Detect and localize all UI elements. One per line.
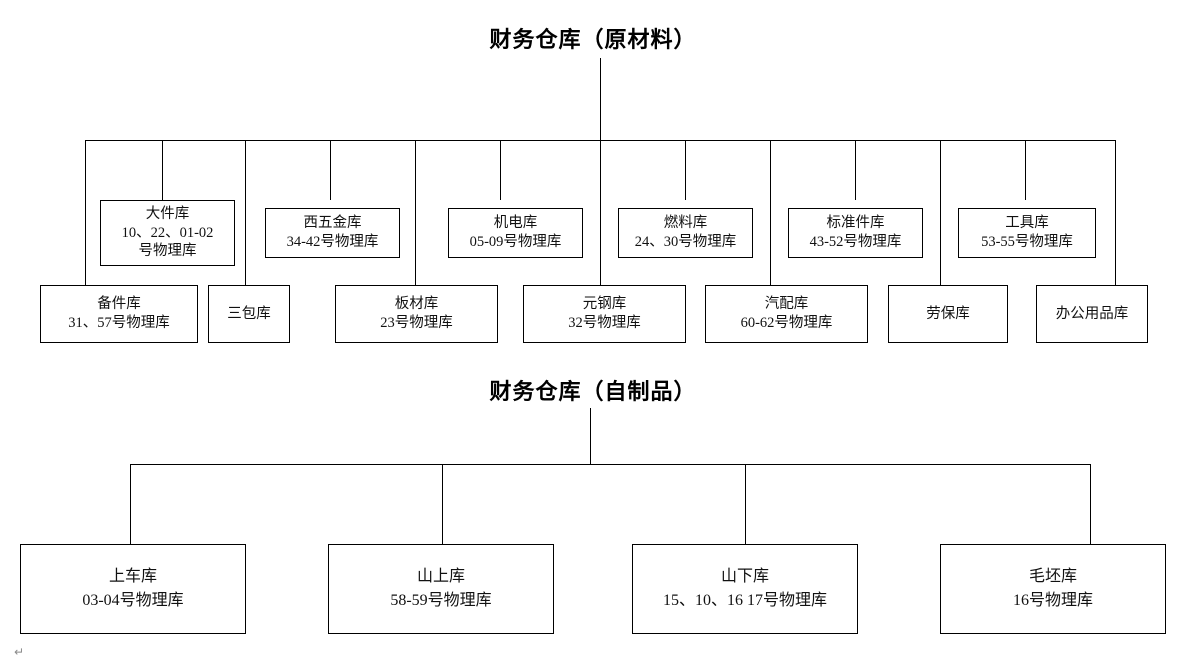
node-detail-2: 号物理库 [138, 243, 197, 260]
node-detail: 34-42号物理库 [286, 234, 379, 250]
node-title: 三包库 [227, 305, 271, 322]
node-title: 大件库 [145, 206, 190, 223]
chart-title-self-made: 财务仓库（自制品） [489, 379, 697, 404]
node-sanbaoku[interactable]: 三包库 [208, 285, 290, 343]
node-qipeiku[interactable]: 汽配库 60-62号物理库 [705, 285, 868, 343]
drop-line-biaozhunjianku [855, 140, 856, 200]
node-detail: 03-04号物理库 [82, 592, 184, 609]
node-gongjuku[interactable]: 工具库 53-55号物理库 [958, 208, 1096, 258]
node-detail: 58-59号物理库 [390, 592, 492, 609]
node-title: 工具库 [1005, 215, 1049, 232]
node-title: 元钢库 [582, 296, 627, 313]
node-title: 办公用品库 [1055, 305, 1129, 322]
drop-line-beijianku [85, 140, 86, 285]
node-detail: 60-62号物理库 [740, 315, 833, 331]
node-beijianku[interactable]: 备件库 31、57号物理库 [40, 285, 198, 343]
drop-line-dajianku [162, 140, 163, 200]
node-maopiku[interactable]: 毛坯库 16号物理库 [940, 544, 1166, 634]
drop-line-bangongyongpinku [1115, 140, 1116, 285]
node-title: 劳保库 [926, 305, 970, 322]
node-shangcheku[interactable]: 上车库 03-04号物理库 [20, 544, 246, 634]
node-detail: 23号物理库 [380, 315, 453, 331]
node-title: 板材库 [394, 296, 439, 313]
drop-line-jidianku [500, 140, 501, 200]
drop-line-maopiku [1090, 464, 1091, 544]
chart-title-raw-materials: 财务仓库（原材料） [489, 27, 697, 52]
drop-line-shanshangku [442, 464, 443, 544]
node-title: 备件库 [97, 296, 141, 313]
node-bangongyongpinku[interactable]: 办公用品库 [1036, 285, 1148, 343]
root-stem-raw-materials [600, 58, 601, 140]
node-title: 西五金库 [303, 215, 362, 232]
node-title: 毛坯库 [1028, 568, 1077, 585]
node-bancaiku[interactable]: 板材库 23号物理库 [335, 285, 498, 343]
node-detail: 43-52号物理库 [809, 234, 902, 250]
node-title: 上车库 [108, 568, 157, 585]
node-detail: 05-09号物理库 [469, 234, 562, 250]
drop-line-ranliaoku [685, 140, 686, 200]
node-detail: 10、22、01-02 [121, 224, 214, 241]
drop-line-laobaoku [940, 140, 941, 285]
node-title: 山上库 [416, 568, 465, 585]
node-jidianku[interactable]: 机电库 05-09号物理库 [448, 208, 583, 258]
paragraph-mark-icon: ↵ [14, 645, 25, 659]
node-detail: 32号物理库 [568, 315, 641, 331]
bus-line-self-made [130, 464, 1091, 465]
node-detail: 16号物理库 [1012, 592, 1093, 609]
node-title: 汽配库 [764, 296, 809, 313]
drop-line-sanbaoku [245, 140, 246, 285]
drop-line-qipeiku [770, 140, 771, 285]
node-xiwujinku[interactable]: 西五金库 34-42号物理库 [265, 208, 400, 258]
drop-line-gongjuku [1025, 140, 1026, 200]
node-detail: 24、30号物理库 [634, 234, 737, 250]
node-ranliaoku[interactable]: 燃料库 24、30号物理库 [618, 208, 753, 258]
node-title: 标准件库 [826, 215, 885, 232]
node-shanshangku[interactable]: 山上库 58-59号物理库 [328, 544, 554, 634]
drop-line-shanxiaku [745, 464, 746, 544]
drop-line-xiwujinku [330, 140, 331, 200]
node-laobaoku[interactable]: 劳保库 [888, 285, 1008, 343]
node-title: 机电库 [493, 215, 538, 232]
node-shanxiaku[interactable]: 山下库 15、10、16 17号物理库 [632, 544, 858, 634]
node-detail: 15、10、16 17号物理库 [662, 592, 827, 609]
drop-line-bancaiku [415, 140, 416, 285]
node-title: 山下库 [720, 568, 769, 585]
node-biaozhunjianku[interactable]: 标准件库 43-52号物理库 [788, 208, 923, 258]
drop-line-yuangangku [600, 140, 601, 285]
node-dajianku[interactable]: 大件库 10、22、01-02 号物理库 [100, 200, 235, 266]
node-detail: 31、57号物理库 [68, 315, 170, 331]
root-stem-self-made [590, 408, 591, 464]
node-title: 燃料库 [663, 215, 708, 232]
drop-line-shangcheku [130, 464, 131, 544]
node-yuangangku[interactable]: 元钢库 32号物理库 [523, 285, 686, 343]
node-detail: 53-55号物理库 [981, 234, 1073, 250]
